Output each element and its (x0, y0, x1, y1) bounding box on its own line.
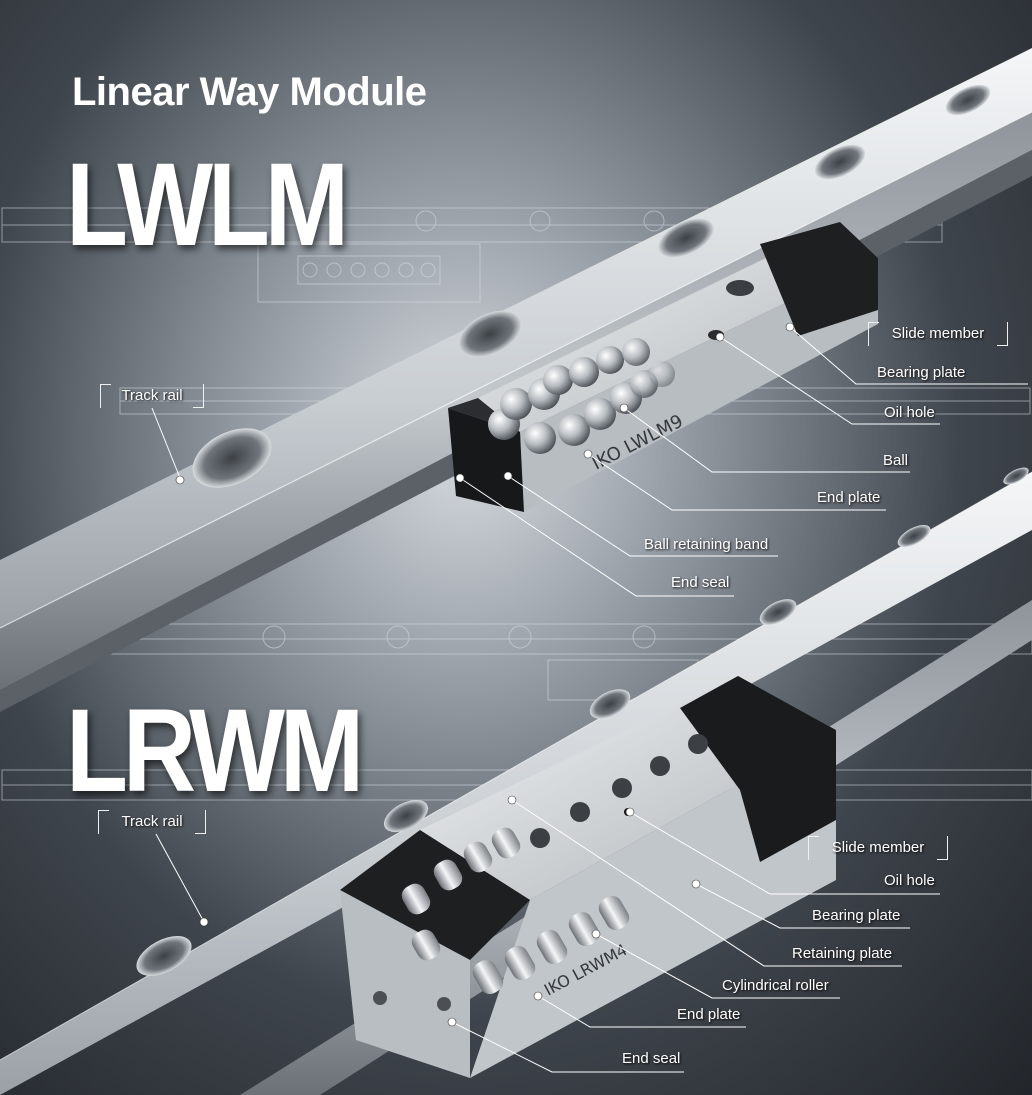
lrwm-label-slide-member: Slide member (808, 836, 948, 860)
lwlm-label-bearing-plate: Bearing plate (877, 364, 966, 381)
lrwm-rail-holes (136, 467, 1029, 976)
lrwm-slide-member (340, 676, 836, 1078)
lwlm-rail-holes (192, 84, 991, 488)
lwlm-label-end-plate: End plate (817, 489, 881, 506)
lrwm-leader-lines (155, 799, 940, 1073)
lwlm-model-title: LWLM (66, 139, 349, 271)
lwlm-leader-lines (151, 326, 1028, 597)
lrwm-model-title: LRWM (66, 685, 364, 817)
page-subtitle: Linear Way Module (72, 70, 427, 114)
lrwm-label-end-seal: End seal (622, 1050, 681, 1067)
lrwm-roller-row (401, 827, 630, 995)
lrwm-label-bearing-plate: Bearing plate (812, 907, 901, 924)
lrwm-label-oil-hole: Oil hole (884, 872, 935, 889)
lrwm-label-track-rail: Track rail (98, 810, 206, 834)
lwlm-leader-dots (175, 322, 795, 485)
lwlm-label-oil-hole: Oil hole (884, 404, 935, 421)
lrwm-leader-dots (199, 795, 701, 1027)
lrwm-label-cylindrical-roller: Cylindrical roller (722, 977, 829, 994)
lwlm-label-end-seal: End seal (671, 574, 730, 591)
lwlm-label-ball-retaining-band: Ball retaining band (644, 536, 769, 553)
lwlm-label-track-rail: Track rail (100, 384, 204, 408)
lwlm-label-ball: Ball (883, 452, 909, 469)
lwlm-label-slide-member: Slide member (868, 322, 1008, 346)
lrwm-label-retaining-plate: Retaining plate (792, 945, 893, 962)
lrwm-label-end-plate: End plate (677, 1006, 741, 1023)
lwlm-ball-row (488, 338, 675, 454)
